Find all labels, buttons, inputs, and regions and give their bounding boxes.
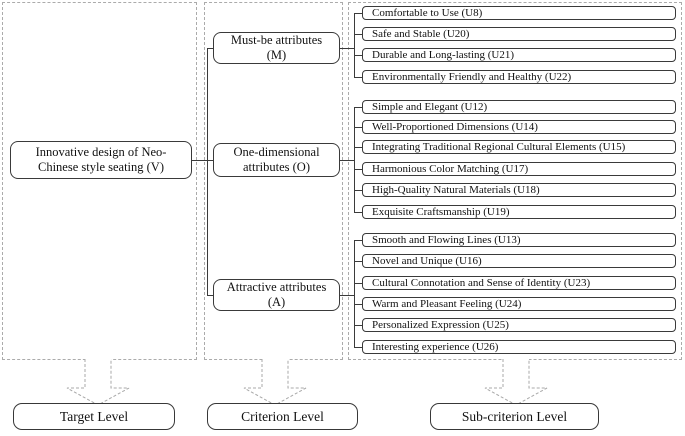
connector (354, 190, 362, 191)
connector (354, 240, 355, 347)
target-box-line1: Innovative design of Neo- (35, 144, 167, 159)
criterion-label: attributes (O) (243, 160, 310, 174)
connector (207, 48, 213, 49)
subcriterion-box-u17: Harmonious Color Matching (U17) (362, 162, 676, 176)
level-box-criterion: Criterion Level (207, 403, 358, 430)
connector (354, 169, 362, 170)
level-box-target: Target Level (13, 403, 175, 430)
connector (354, 107, 362, 108)
connector (354, 107, 355, 212)
subcriterion-box-u20: Safe and Stable (U20) (362, 27, 676, 41)
subcriterion-box-u22: Environmentally Friendly and Healthy (U2… (362, 70, 676, 84)
connector (354, 212, 362, 213)
connector (354, 13, 362, 14)
target-level-container (2, 2, 197, 360)
connector (354, 283, 362, 284)
subcriterion-box-u26: Interesting experience (U26) (362, 340, 676, 354)
subcriterion-box-u12: Simple and Elegant (U12) (362, 100, 676, 114)
criterion-label: One-dimensional (233, 144, 320, 159)
connector (192, 160, 213, 161)
connector (354, 261, 362, 262)
target-box: Innovative design of Neo- Chinese style … (10, 141, 192, 179)
down-arrow-criterion (243, 359, 307, 405)
connector (354, 55, 362, 56)
criterion-box-must-be: Must-be attributes (M) (213, 32, 340, 64)
connector (354, 240, 362, 241)
connector (207, 295, 213, 296)
connector (340, 48, 354, 49)
down-arrow-subcriterion (484, 359, 548, 405)
connector (354, 304, 362, 305)
subcriterion-box-u25: Personalized Expression (U25) (362, 318, 676, 332)
subcriterion-box-u8: Comfortable to Use (U8) (362, 6, 676, 20)
criterion-label: Must-be attributes (230, 32, 323, 47)
criterion-box-one-dimensional: One-dimensional attributes (O) (213, 143, 340, 177)
connector (354, 77, 362, 78)
subcriterion-box-u23: Cultural Connotation and Sense of Identi… (362, 276, 676, 290)
connector (354, 34, 362, 35)
connector (340, 295, 354, 296)
target-box-line2: Chinese style seating (V) (37, 160, 164, 174)
connector (354, 127, 362, 128)
connector (354, 147, 362, 148)
down-arrow-target (66, 359, 130, 405)
connector (354, 347, 362, 348)
subcriterion-box-u24: Warm and Pleasant Feeling (U24) (362, 297, 676, 311)
subcriterion-box-u13: Smooth and Flowing Lines (U13) (362, 233, 676, 247)
criterion-label: (A) (267, 295, 286, 309)
criterion-box-attractive: Attractive attributes (A) (213, 279, 340, 311)
level-box-subcriterion: Sub-criterion Level (430, 403, 599, 430)
criterion-label: (M) (266, 48, 287, 62)
subcriterion-box-u15: Integrating Traditional Regional Cultura… (362, 140, 676, 154)
subcriterion-box-u18: High-Quality Natural Materials (U18) (362, 183, 676, 197)
subcriterion-box-u16: Novel and Unique (U16) (362, 254, 676, 268)
connector (354, 325, 362, 326)
connector (354, 13, 355, 77)
criterion-label: Attractive attributes (226, 279, 327, 294)
subcriterion-box-u14: Well-Proportioned Dimensions (U14) (362, 120, 676, 134)
connector (340, 160, 354, 161)
connector (207, 48, 208, 296)
subcriterion-box-u19: Exquisite Craftsmanship (U19) (362, 205, 676, 219)
subcriterion-box-u21: Durable and Long-lasting (U21) (362, 48, 676, 62)
